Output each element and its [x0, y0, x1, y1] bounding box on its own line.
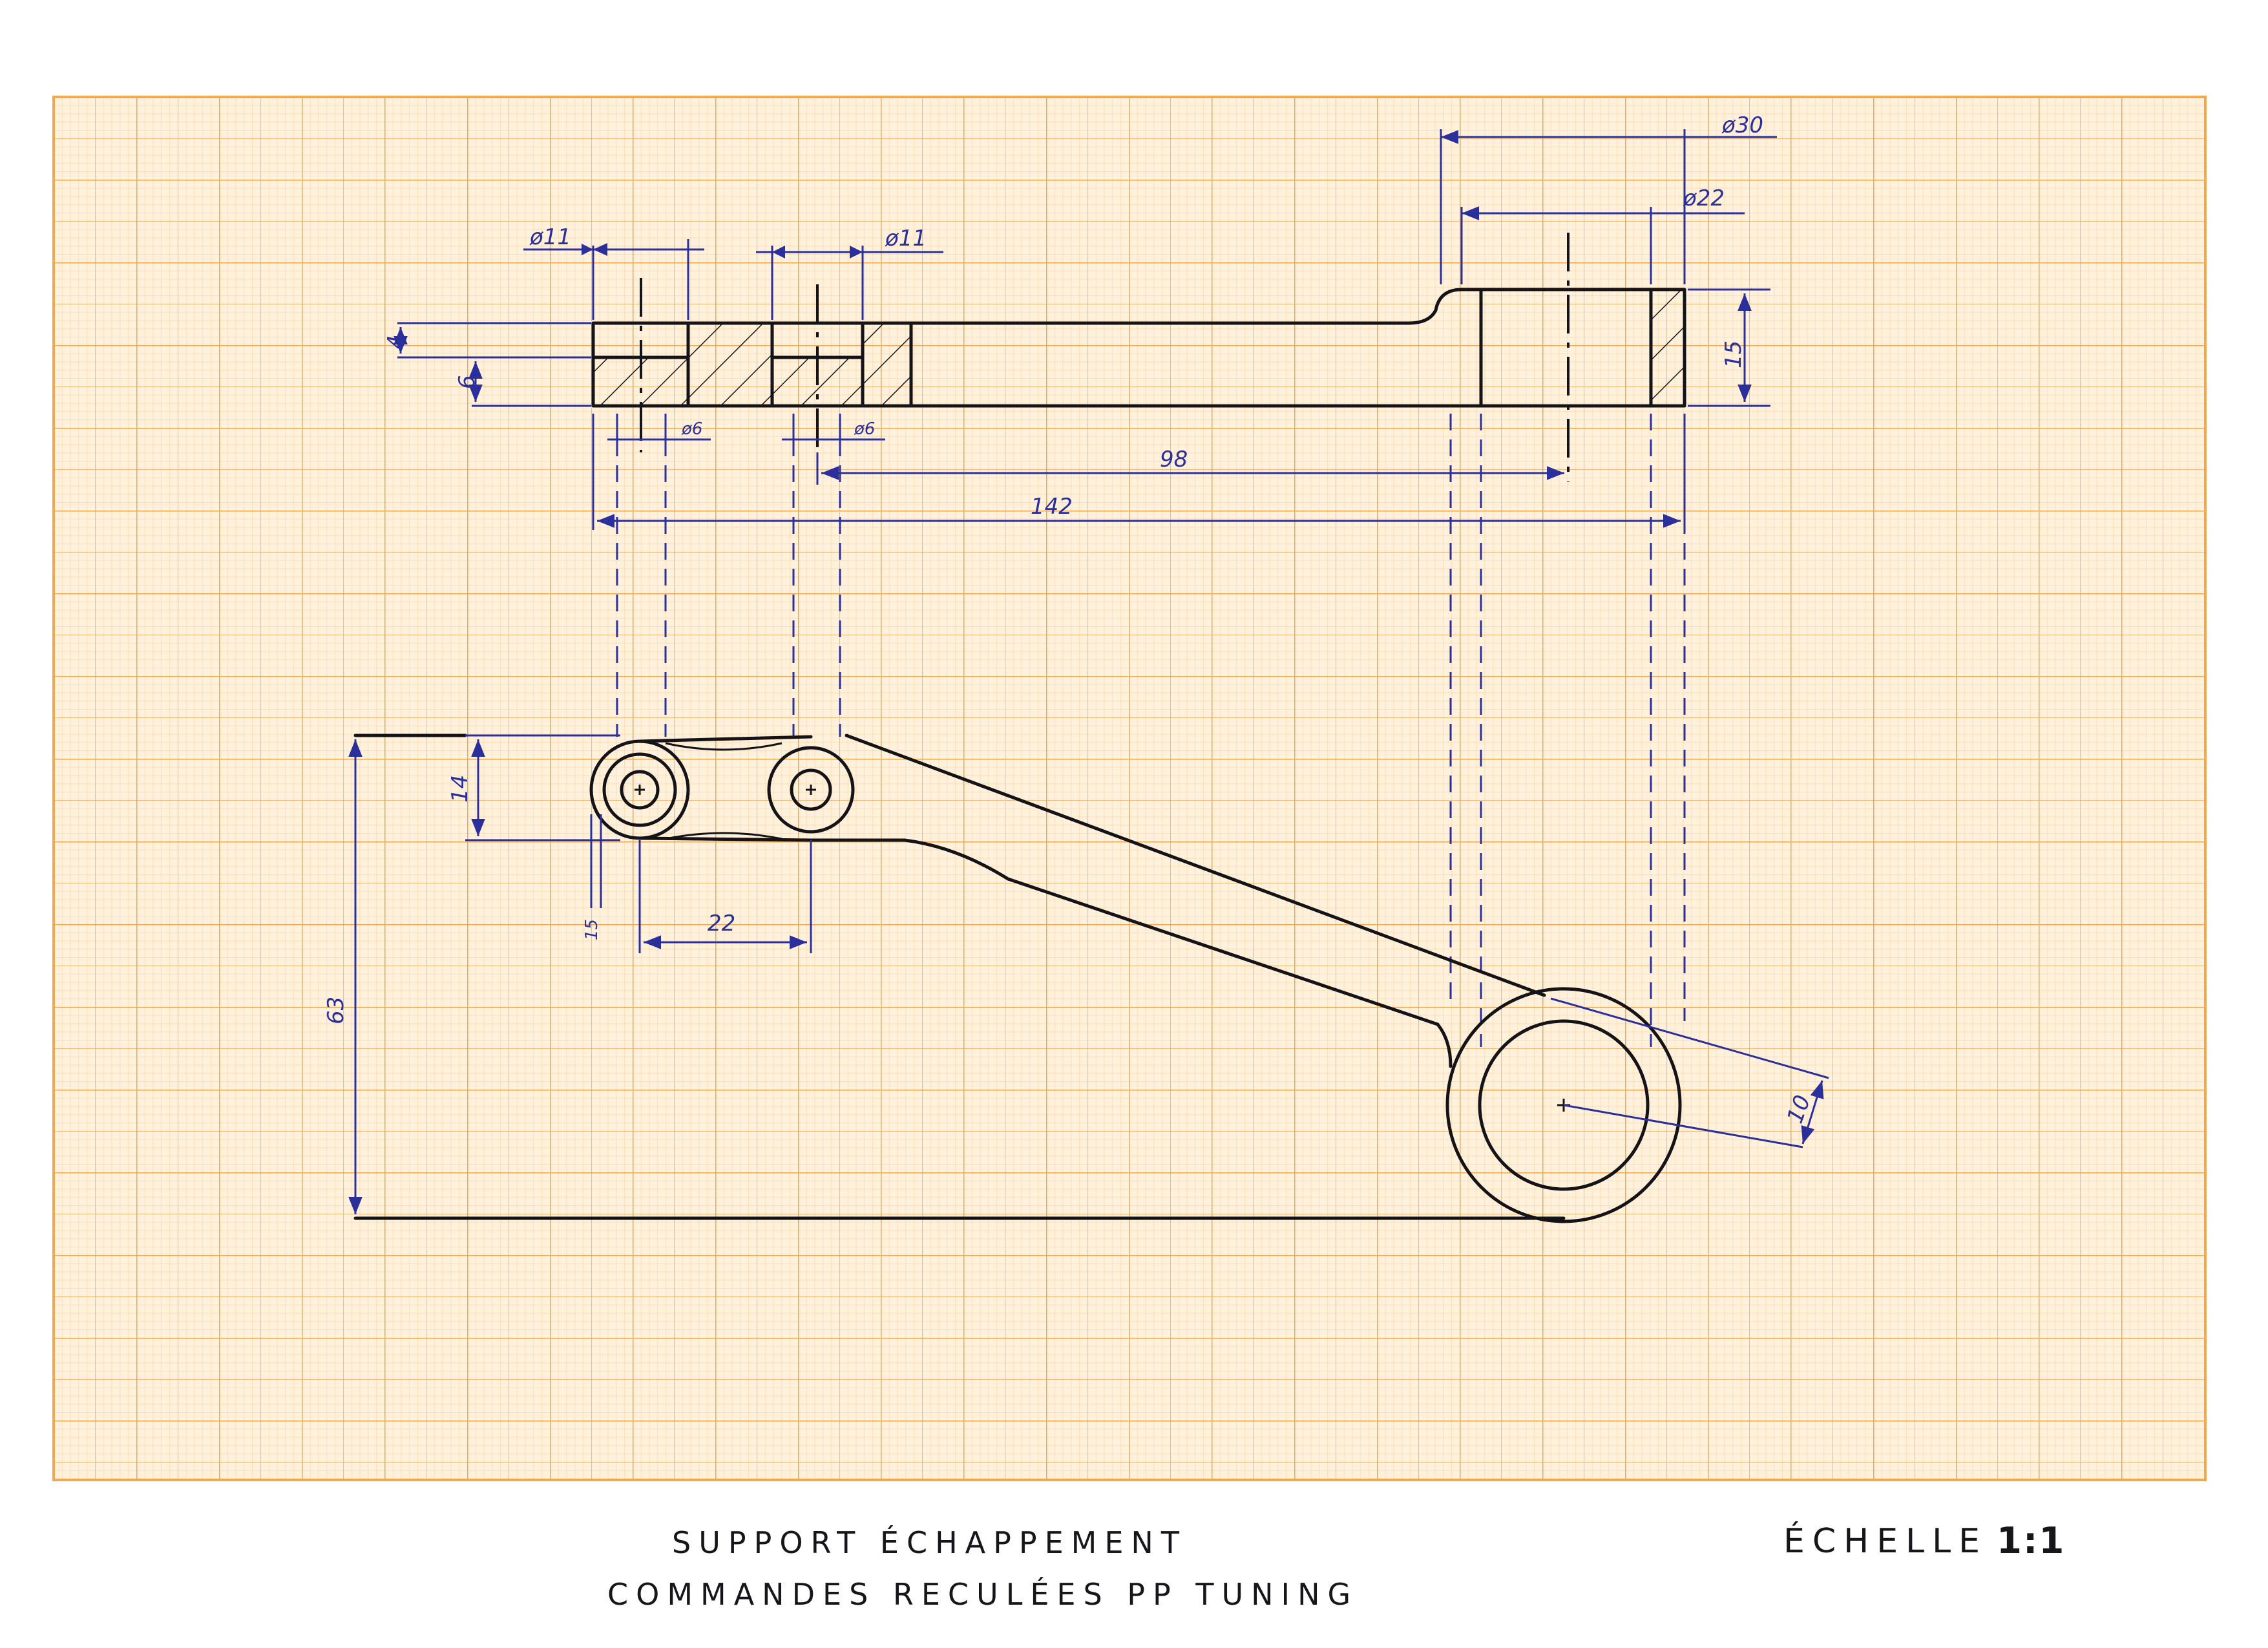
- drawing-title-line2: COMMANDES RECULÉES PP TUNING: [607, 1577, 1359, 1612]
- dim-r15: 15: [582, 919, 602, 940]
- dim-d6-left: ø6: [681, 419, 702, 439]
- dim-len22: 22: [708, 911, 735, 936]
- dim-h15: 15: [1721, 341, 1747, 368]
- dim-h6: 6: [454, 375, 480, 389]
- dim-d6-right: ø6: [854, 419, 875, 439]
- scale-value: 1:1: [1997, 1520, 2066, 1562]
- hatched-section-right: [1651, 290, 1685, 406]
- dim-h4: 4: [383, 335, 409, 349]
- dim-d30: ø30: [1721, 112, 1763, 138]
- dim-len98: 98: [1160, 447, 1188, 472]
- front-dimensions: [394, 129, 1777, 530]
- top-dimensions: [348, 734, 1829, 1214]
- dim-d11-left: ø11: [529, 224, 571, 250]
- dim-len142: 142: [1031, 494, 1073, 520]
- projection-lines: [616, 414, 1686, 1047]
- dimension-labels: ø30 ø22 ø11 ø11 4 6 15 ø6 ø6 98 142 14 1…: [323, 112, 1816, 1127]
- graph-paper: [52, 96, 2207, 1481]
- drawing-title-line1: SUPPORT ÉCHAPPEMENT: [672, 1525, 1187, 1560]
- dim-h14: 14: [447, 775, 473, 803]
- dim-d22: ø22: [1683, 185, 1725, 211]
- front-view: [591, 233, 1686, 481]
- hatched-section-left: [593, 323, 911, 406]
- arm: [809, 734, 1546, 1026]
- dim-h63: 63: [323, 997, 349, 1024]
- scale-label: ÉCHELLE: [1783, 1522, 1988, 1561]
- front-outline: [591, 288, 1686, 408]
- dim-d11-right: ø11: [885, 226, 927, 251]
- top-view: [353, 734, 1682, 1223]
- large-boss: [1445, 987, 1682, 1223]
- middle-boss: [767, 746, 855, 834]
